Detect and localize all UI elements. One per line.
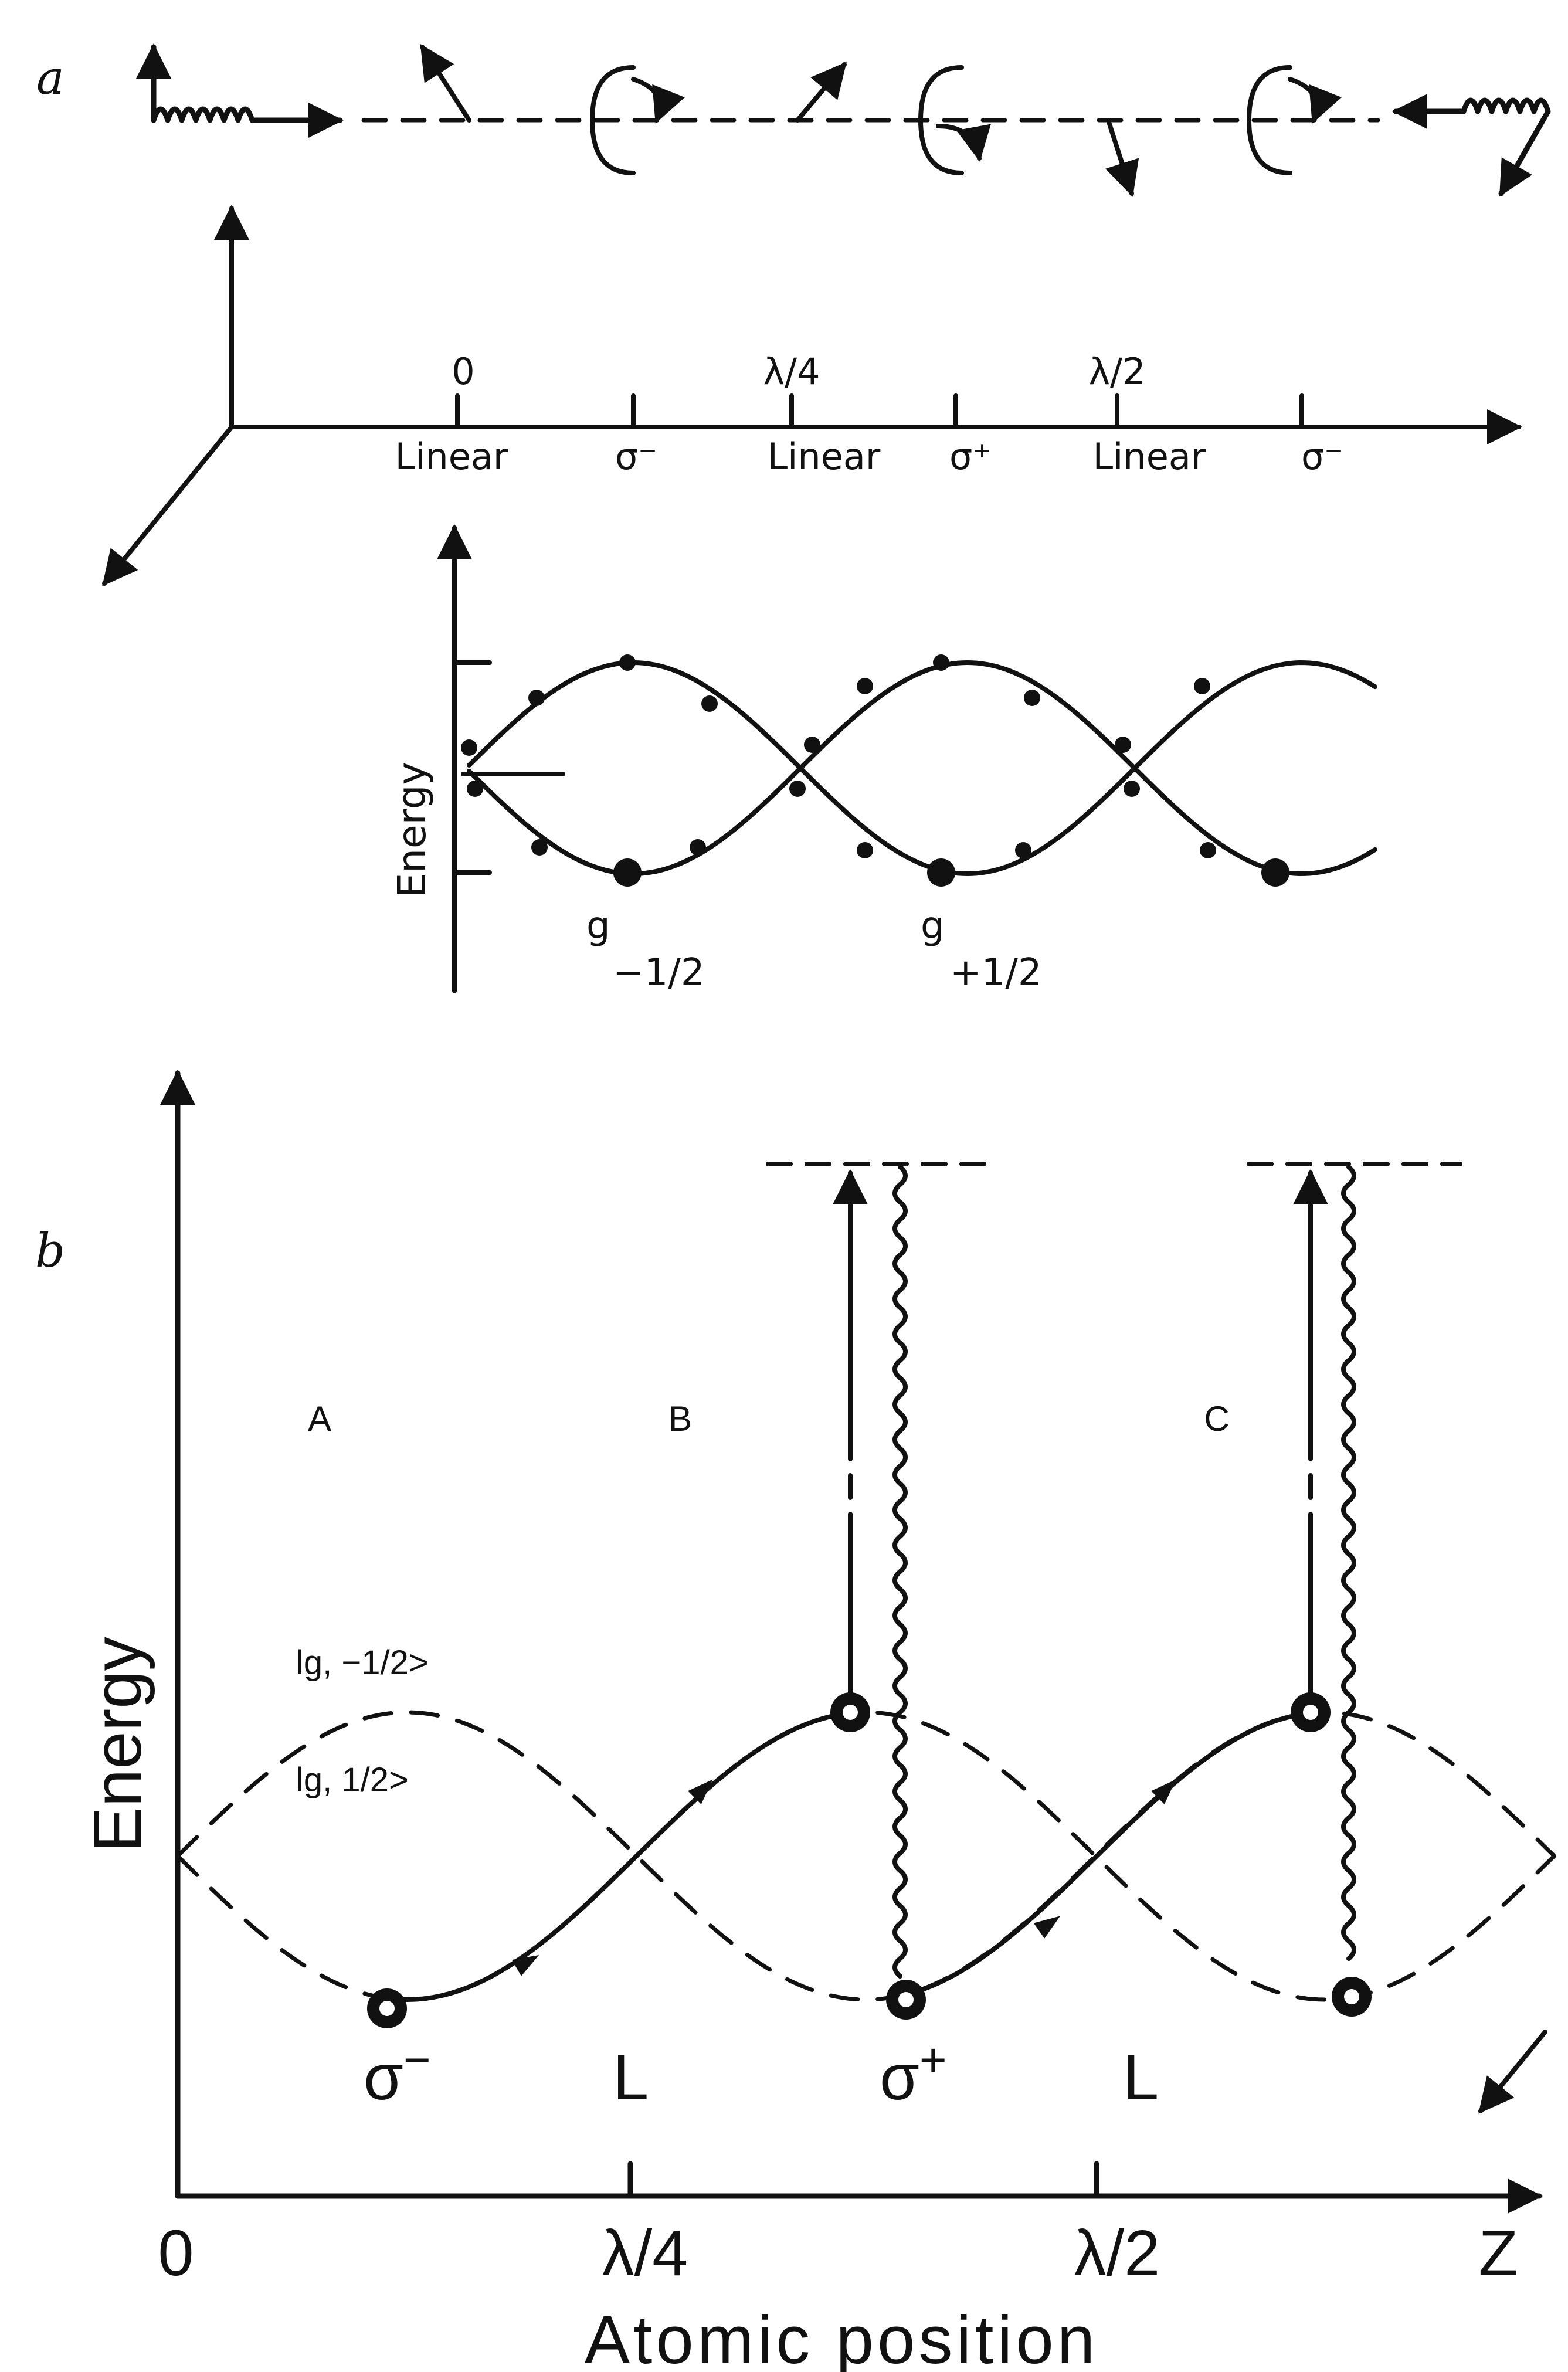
trajectory-segment-2 (904, 1711, 1313, 1997)
spontaneous-emission-2 (1341, 1165, 1356, 1961)
curve-point-1 (467, 781, 483, 797)
minimum-point-0 (613, 858, 642, 887)
energy-inset-label: Energy (389, 762, 435, 897)
atom-trajectory (385, 1711, 1547, 2114)
curve-point-15 (1015, 842, 1031, 858)
x-tick-labels: 0 λ/4 λ/2 Z (158, 2217, 1518, 2289)
curve-point-8 (804, 737, 820, 753)
polarization-labels: Linear σ⁻ Linear σ⁺ Linear σ⁻ (395, 435, 1343, 478)
panel-a: a (36, 43, 1551, 995)
axis-tick-labels: 0 λ/4 λ/2 (452, 350, 1145, 393)
tick-0: 0 (452, 350, 474, 393)
spontaneous-emission-1 (892, 1165, 908, 1979)
energy-curves (467, 660, 1377, 876)
polarization-bottom-labels: σ− L σ+ L (364, 2034, 1159, 2113)
pol-label-2: Linear (768, 435, 881, 478)
curve-point-9 (789, 781, 806, 797)
curve-point-19 (1200, 842, 1216, 858)
linear-label-2: L (1123, 2041, 1159, 2113)
panel-b-label: b (35, 1223, 65, 1278)
region-c: C (1204, 1399, 1229, 1438)
curve-point-0 (461, 739, 477, 756)
region-b: B (668, 1399, 692, 1438)
tick-lambda-quarter: λ/4 (763, 350, 820, 393)
left-laser-beam (136, 43, 344, 138)
x-axis-title: Atomic position (585, 2302, 1099, 2372)
region-a: A (308, 1399, 331, 1438)
x-tick-lambda-quarter: λ/4 (602, 2217, 688, 2289)
curve-point-4 (619, 654, 636, 671)
pol-label-3: σ⁺ (949, 435, 992, 478)
tick-lambda-half: λ/2 (1088, 350, 1145, 393)
trajectory-arrow-3 (1151, 1779, 1176, 1804)
trajectory-arrow-1 (688, 1779, 713, 1804)
curve-point-3 (531, 839, 548, 856)
curve-points (461, 654, 1289, 887)
curve-point-18 (1194, 678, 1210, 694)
right-laser-beam (1392, 94, 1551, 197)
atom-markers (367, 1692, 1372, 2028)
sigma-plus-label: σ+ (880, 2034, 947, 2113)
3d-axes (102, 205, 1522, 586)
x-tick-lambda-half: λ/2 (1074, 2217, 1160, 2289)
g-plus-half-base: g (921, 904, 945, 948)
curve-point-5 (701, 695, 718, 712)
trajectory-arrow-0 (511, 1955, 539, 1976)
polarization-symbols (420, 43, 1342, 197)
curve-point-16 (1115, 737, 1131, 753)
curve-upper-start (467, 660, 1377, 876)
pol-label-4: Linear (1093, 435, 1206, 478)
curve-point-10 (857, 678, 873, 694)
ground-state-labels: g −1/2 g +1/2 (586, 904, 1042, 995)
sigma-minus-label: σ− (364, 2034, 431, 2113)
optical-pumping (850, 1165, 1356, 1979)
energy-inset-axes (437, 524, 565, 993)
x-tick-z: Z (1478, 2217, 1518, 2289)
region-labels: A B C (308, 1399, 1230, 1438)
curve-point-2 (528, 690, 545, 706)
curve-lower-start (467, 660, 1377, 876)
curve-point-7 (690, 839, 706, 856)
pol-label-0: Linear (395, 435, 508, 478)
state-upper-label: lg, −1/2> (296, 1644, 429, 1682)
curve-point-17 (1124, 781, 1140, 797)
state-lower-label: lg, 1/2> (296, 1761, 409, 1799)
trajectory-arrows (511, 1779, 1176, 1976)
minimum-point-1 (927, 858, 955, 887)
panel-b: b Energy A B C lg, −1/2> lg, 1/2> (35, 1070, 1556, 2372)
curve-point-11 (857, 842, 873, 858)
panel-b-axes (160, 1070, 1543, 2214)
pol-label-1: σ⁻ (615, 435, 657, 478)
trajectory-incoming (1478, 2030, 1547, 2114)
panel-a-label: a (36, 50, 65, 105)
trajectory-segment-1 (385, 1711, 853, 2002)
potential-g-plus-half (175, 1710, 1556, 2002)
pol-label-5: σ⁻ (1301, 435, 1343, 478)
energy-axis-title: Energy (79, 1637, 155, 1852)
g-plus-half-sub: +1/2 (950, 951, 1042, 995)
curve-point-12 (933, 654, 949, 671)
minimum-point-2 (1261, 858, 1289, 887)
trajectory-arrow-2 (1033, 1916, 1061, 1939)
x-tick-0: 0 (158, 2217, 194, 2289)
g-minus-half-sub: −1/2 (613, 951, 705, 995)
linear-label-1: L (613, 2041, 649, 2113)
g-minus-half-base: g (586, 904, 610, 948)
curve-point-14 (1024, 690, 1040, 706)
